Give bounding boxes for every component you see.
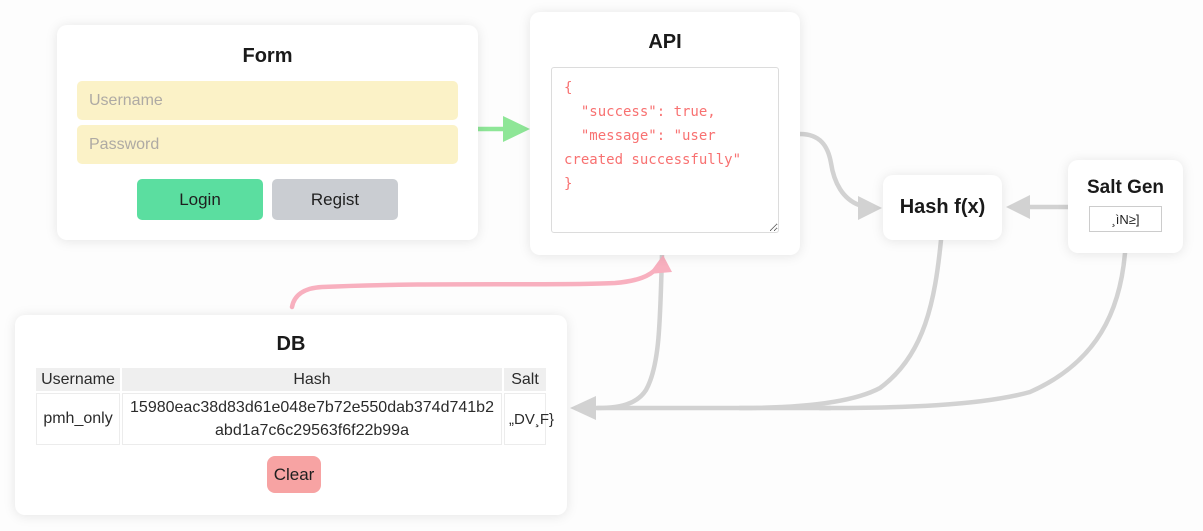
arrow-db-to-api-arrowhead (649, 255, 672, 274)
arrow-saltgen-to-db (817, 250, 1128, 411)
api-panel: API { "success": true, "message": "user … (530, 12, 800, 255)
db-table-header-row: Username Hash Salt (36, 368, 546, 391)
username-input[interactable] (77, 81, 458, 120)
regist-button[interactable]: Regist (272, 179, 398, 220)
arrow-db-to-api (289, 265, 660, 310)
password-input[interactable] (77, 125, 458, 164)
form-panel-title: Form (242, 45, 293, 67)
api-panel-title: API (648, 31, 682, 53)
arrow-api-to-hash-arrowhead (858, 196, 882, 220)
salt-gen-panel: Salt Gen ¸ìN≥] (1068, 160, 1183, 253)
table-row: pmh_only 15980eac38d83d61e048e7b72e550da… (36, 393, 554, 445)
db-table: Username Hash Salt pmh_only 15980eac38d8… (34, 366, 554, 447)
db-column-hash: Hash (122, 368, 502, 391)
db-cell-username: pmh_only (36, 393, 120, 445)
api-response-textarea[interactable]: { "success": true, "message": "user crea… (551, 67, 779, 233)
form-panel: Form Login Regist (57, 25, 478, 240)
hash-function-title: Hash f(x) (899, 196, 986, 218)
db-cell-salt: „DV¸F} (504, 393, 554, 445)
salt-gen-title: Salt Gen (1086, 177, 1165, 198)
arrow-db-trunk-arrowhead (570, 396, 596, 420)
db-panel-title: DB (276, 333, 306, 355)
arrow-form-to-api-arrowhead (503, 116, 530, 142)
db-panel: DB Username Hash Salt pmh_only 15980eac3… (15, 315, 567, 515)
arrow-api-to-db (595, 252, 665, 411)
salt-value-box[interactable]: ¸ìN≥] (1089, 206, 1162, 232)
clear-button[interactable]: Clear (267, 456, 321, 493)
login-button[interactable]: Login (137, 179, 263, 220)
db-cell-hash: 15980eac38d83d61e048e7b72e550dab374d741b… (122, 393, 502, 445)
db-column-username: Username (36, 368, 120, 391)
arrow-api-to-hash (797, 131, 862, 208)
db-column-salt: Salt (504, 368, 546, 391)
arrow-saltgen-to-hash-arrowhead (1006, 195, 1030, 219)
arrow-hash-to-db (737, 237, 944, 411)
hash-function-panel: Hash f(x) (883, 175, 1002, 240)
